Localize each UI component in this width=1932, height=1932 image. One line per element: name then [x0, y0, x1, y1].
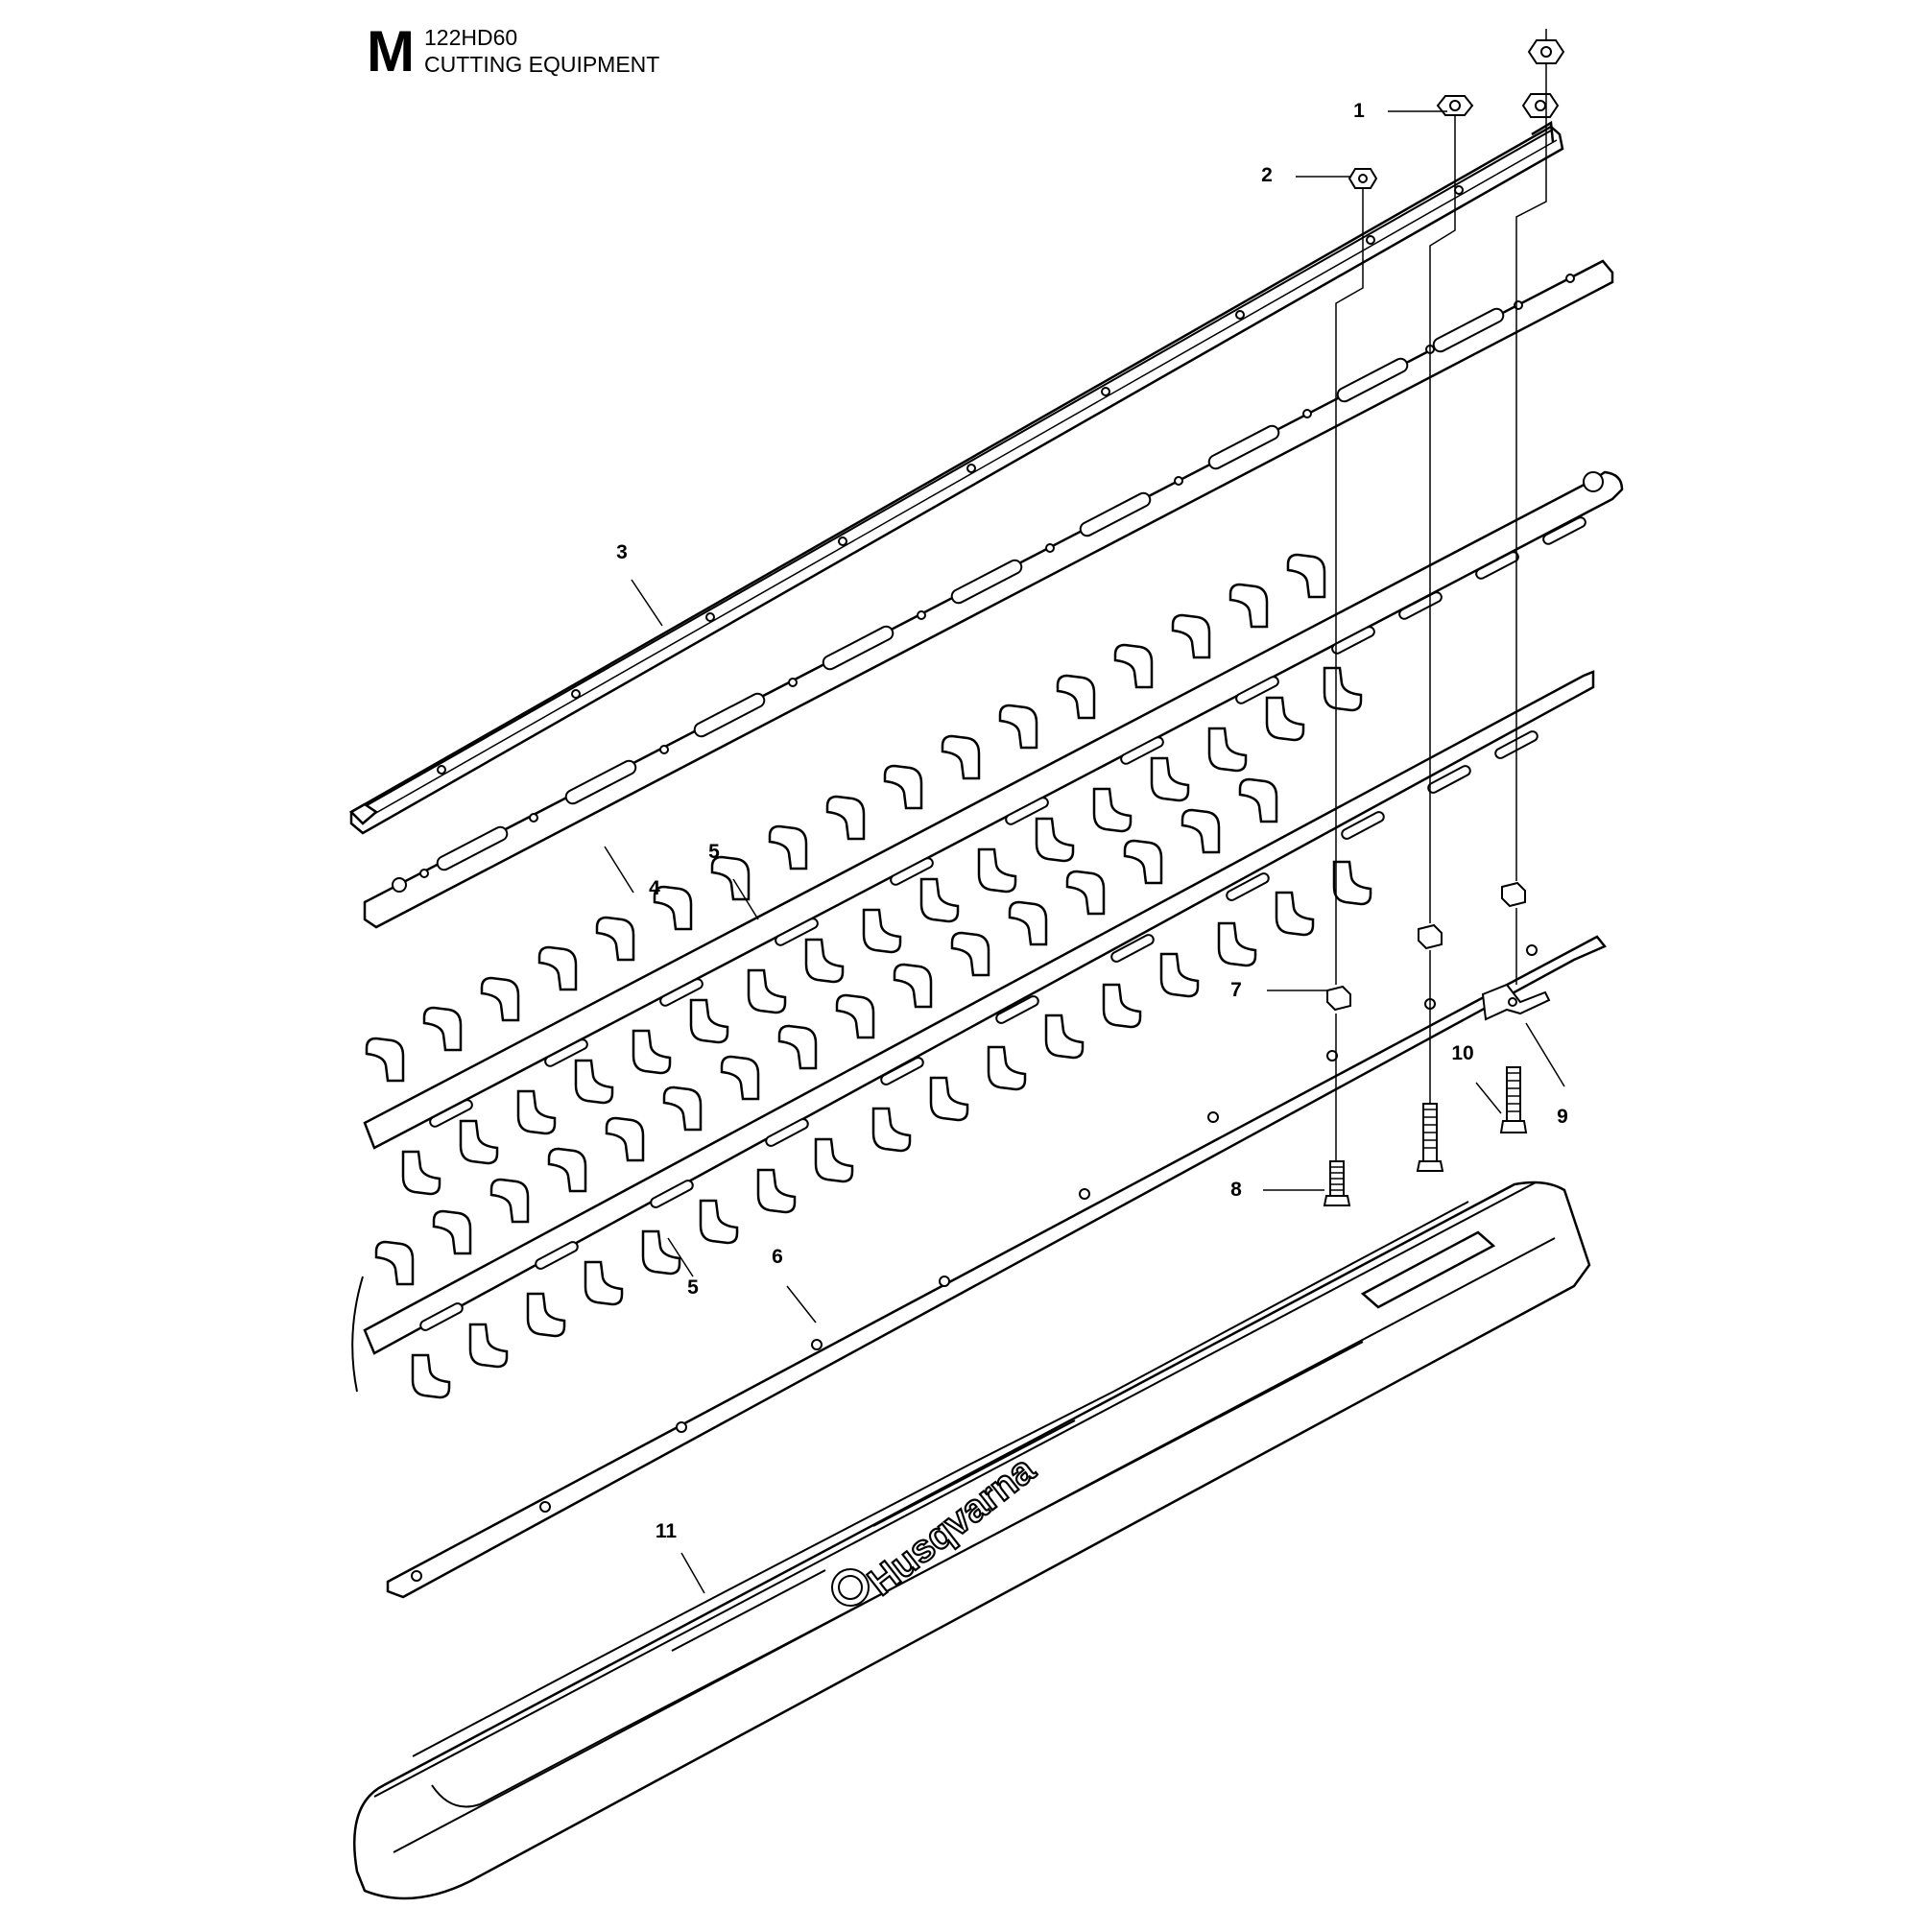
nut-part-1-left	[1436, 95, 1474, 116]
callout-8: 8	[1230, 1179, 1242, 1201]
cutter-blade-upper-part-5	[363, 470, 1624, 1196]
callout-1: 1	[1353, 100, 1365, 122]
nut-part-1-top	[1527, 39, 1565, 64]
guide-rail-holes	[437, 185, 1464, 775]
nut-part-2	[1348, 168, 1378, 189]
callout-5-upper: 5	[708, 841, 720, 863]
guide-rail-part-3	[348, 120, 1564, 835]
bottom-strip-part-6	[386, 935, 1607, 1599]
cutter-blade-lower-part-5	[351, 670, 1595, 1399]
assembly-lines	[1335, 29, 1547, 1161]
callout-11: 11	[655, 1520, 678, 1542]
screw-part-10	[1499, 1066, 1528, 1133]
model-number: 122HD60	[424, 25, 518, 50]
nut-part-1	[1521, 93, 1560, 118]
diagram-title: CUTTING EQUIPMENT	[424, 52, 660, 77]
slotted-plate-part-4	[363, 259, 1614, 929]
bracket-part-9	[1481, 983, 1551, 1021]
square-nut-part-7	[1326, 881, 1526, 1012]
section-letter: M	[367, 19, 415, 83]
callout-4: 4	[649, 877, 660, 899]
callout-9: 9	[1557, 1106, 1568, 1128]
brand-logo-emblem	[831, 1568, 870, 1607]
callout-7: 7	[1230, 979, 1242, 1001]
callout-5-lower: 5	[687, 1276, 699, 1299]
leader-lines	[604, 110, 1565, 1594]
callout-6: 6	[772, 1246, 783, 1268]
slotted-plate-slots	[392, 274, 1575, 893]
callout-3: 3	[616, 541, 628, 563]
callout-10: 10	[1451, 1042, 1474, 1064]
screw-part-8	[1323, 1160, 1351, 1206]
bottom-strip-holes	[411, 944, 1538, 1582]
callout-2: 2	[1261, 164, 1273, 186]
blade-guard-part-11	[353, 1181, 1591, 1900]
screw-part-8-long	[1416, 1103, 1444, 1172]
